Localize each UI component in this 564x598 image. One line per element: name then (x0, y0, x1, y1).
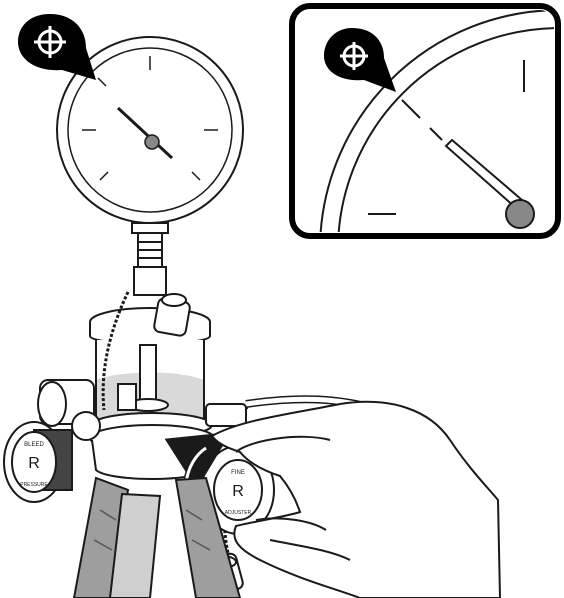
fine-valve-sublabel: ADJUSTER (225, 510, 252, 516)
bleed-valve-label: BLEED (24, 442, 44, 448)
bleed-valve-knob[interactable]: R BLEED PRESSURE (3, 421, 73, 503)
valve-logo: R (232, 483, 244, 500)
valve-logo: R (28, 455, 40, 472)
pump-stand (72, 476, 242, 598)
left-fitting (37, 379, 101, 441)
hand (210, 400, 502, 598)
bead-chain-left (101, 291, 130, 411)
gauge-ticks (82, 56, 218, 181)
bleed-valve-sublabel: PRESSURE (20, 482, 48, 488)
crosshair-marker-icon (18, 14, 96, 80)
crosshair-marker-icon-zoom (324, 28, 396, 92)
pressure-gauge (56, 36, 244, 296)
gauge-needle (116, 106, 174, 160)
pump-reservoir (89, 293, 215, 480)
fine-valve-label: FINE (231, 470, 245, 476)
zoom-inset (289, 3, 561, 239)
